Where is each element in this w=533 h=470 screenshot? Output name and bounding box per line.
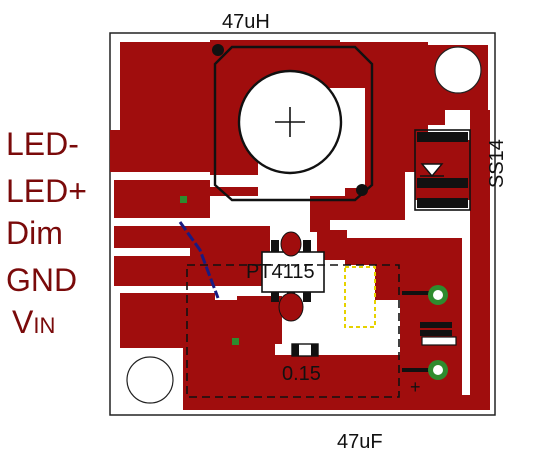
pin-label-dim: Dim [6,215,63,251]
inductor-label: 47uH [222,11,270,33]
ic-footprint [261,231,325,322]
tht-pads [428,285,448,380]
copper-layer [110,40,490,410]
highlight-footprint [344,266,376,328]
diode-footprint [414,129,471,211]
jumper-wire [178,221,220,299]
pin-label-led-plus: LED+ [6,173,87,209]
pin-label-gnd: GND [6,262,78,298]
resistor-label: 0.15 [282,363,321,385]
pin-label-led-minus: LED- [6,126,79,162]
cap-polarity-label: + [410,377,421,397]
pin-label-vin: VIN [12,306,55,338]
keepout-outline [186,264,400,398]
inductor-footprint [213,45,374,202]
pad-led-plus [114,180,210,218]
ic-label: PT4115 [246,261,315,283]
pad-led-minus [110,130,210,172]
sense-resistor-footprint [291,343,319,357]
pin-label-vin-main: V [12,304,34,340]
mount-hole-bottom-left [126,356,174,404]
mount-hole-top-right [434,46,482,94]
capacitor-label: 47uF [337,431,383,453]
pin-label-vin-sub: IN [33,313,56,338]
via-2 [232,338,239,345]
via-1 [180,196,187,203]
diode-label: SS14 [486,139,508,188]
pad-vin [120,293,215,348]
